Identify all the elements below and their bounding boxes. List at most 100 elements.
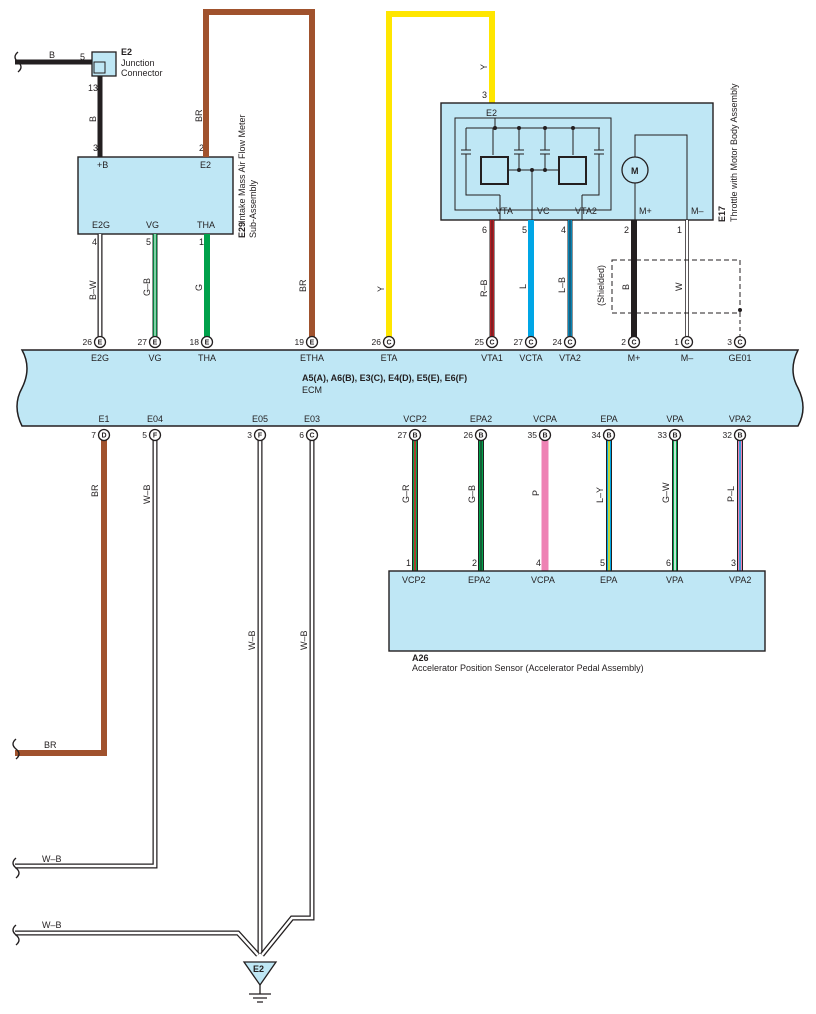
e17-term-vta: VTA <box>496 206 513 216</box>
ecm-pin-connector: E <box>310 340 315 347</box>
ecm-pin-connector: C <box>386 340 391 347</box>
wire-label-b-vert: B <box>88 116 98 122</box>
ecm-terminal-label: VCP2 <box>403 414 427 424</box>
ecm-terminal-label: M– <box>681 353 694 363</box>
e29-pin-4: 4 <box>92 237 97 247</box>
ecm-connectors: A5(A), A6(B), E3(C), E4(D), E5(E), E6(F) <box>302 373 467 383</box>
wire-label-b: B <box>49 50 55 60</box>
e17-lower-wires: (Shielded) R–B L L–B B W <box>479 220 742 337</box>
ecm-terminal-label: THA <box>198 353 216 363</box>
e29-maf-meter: +B E2 E2G VG THA E29 Intake Mass Air Flo… <box>77 114 258 247</box>
ecm-pin-connector: C <box>567 340 572 347</box>
a26-pin-2: 2 <box>472 558 477 568</box>
e29-term-vg: VG <box>146 220 159 230</box>
wire-label-r-b: R–B <box>479 279 489 297</box>
ecm-pin-number: 26 <box>464 430 474 440</box>
ecm-pin-number: 25 <box>475 337 485 347</box>
e29-name-1: Intake Mass Air Flow Meter <box>237 114 247 223</box>
wire-label-br-bottom: BR <box>44 740 57 750</box>
ecm-pin-number: 5 <box>142 430 147 440</box>
e17-term-mp: M+ <box>639 206 652 216</box>
e17-pin-3: 3 <box>482 90 487 100</box>
ecm-pin-connector: C <box>684 340 689 347</box>
wire-label-br-e29: BR <box>194 109 204 122</box>
ecm-pin-number: 1 <box>674 337 679 347</box>
wire-label-g-b2: G–B <box>467 485 477 503</box>
e17-term-vc: VC <box>537 206 550 216</box>
ecm-terminal-label: ETA <box>381 353 398 363</box>
ecm-pin-connector: B <box>737 433 742 440</box>
ecm-pin-connector: C <box>309 433 314 440</box>
wire-label-w-b-e04: W–B <box>142 484 152 504</box>
ecm-pin-number: 26 <box>83 337 93 347</box>
wire-label-l-y: L–Y <box>595 487 605 503</box>
ecm-terminal-label: VG <box>148 353 161 363</box>
wire-label-p: P <box>531 490 541 496</box>
e29-lower-wires: B–W G–B G <box>88 234 210 337</box>
e2-junction-connector: B 5 E2 Junction Connector 13 B 3 <box>14 47 163 157</box>
ecm-pin-number: 18 <box>190 337 200 347</box>
ecm-pin-number: 35 <box>528 430 538 440</box>
ecm-terminal-label: E1 <box>98 414 109 424</box>
ecm-pin-connector: E <box>205 340 210 347</box>
wire-label-y-eta: Y <box>376 286 386 292</box>
ecm-pin-connector: C <box>737 340 742 347</box>
ecm-pin-connector: B <box>672 433 677 440</box>
ecm-terminal-label: E2G <box>91 353 109 363</box>
ecm-pin-connector: E <box>153 340 158 347</box>
ecm-pin-number: 7 <box>91 430 96 440</box>
wire-label-w-mm: W <box>674 282 684 291</box>
ecm-pin-number: 27 <box>514 337 524 347</box>
ecm-pin-number: 3 <box>727 337 732 347</box>
ecm-terminal-label: E05 <box>252 414 268 424</box>
ecm-terminal-label: VCTA <box>519 353 542 363</box>
a26-pin-4: 4 <box>536 558 541 568</box>
ecm-terminal-label: GE01 <box>728 353 751 363</box>
ecm-pin-connector: B <box>542 433 547 440</box>
e2-name-1: Junction <box>121 58 155 68</box>
e29-pin-2: 2 <box>199 143 204 153</box>
ecm-top-pin-9: C1M– <box>674 335 694 363</box>
wire-label-l-b: L–B <box>557 277 567 293</box>
a26-term-epa: EPA <box>600 575 617 585</box>
wire-label-b-w: B–W <box>88 280 98 300</box>
e17-pin-1: 1 <box>677 225 682 235</box>
ecm-name: ECM <box>302 385 322 395</box>
e17-pin-4: 4 <box>561 225 566 235</box>
a26-term-vpa: VPA <box>666 575 683 585</box>
e17-term-mm: M– <box>691 206 704 216</box>
ecm-pin-number: 3 <box>247 430 252 440</box>
a26-pin-6: 6 <box>666 558 671 568</box>
e17-pin-6: 6 <box>482 225 487 235</box>
e29-code: E29 <box>237 222 247 238</box>
ecm-pin-connector: B <box>606 433 611 440</box>
wire-label-g-b: G–B <box>142 278 152 296</box>
e17-name: Throttle with Motor Body Assembly <box>729 83 739 222</box>
ecm-pin-connector: B <box>478 433 483 440</box>
ecm-terminal-label: ETHA <box>300 353 324 363</box>
e2-code: E2 <box>121 47 132 57</box>
ecm-pin-number: 32 <box>723 430 733 440</box>
e29-term-e2: E2 <box>200 160 211 170</box>
ecm-terminal-label: E04 <box>147 414 163 424</box>
e17-throttle-body: E2 M VTA VC VTA2 M+ <box>440 83 739 235</box>
wire-label-p-l: P–L <box>726 486 736 502</box>
motor-icon <box>621 156 649 184</box>
ecm-pin-number: 27 <box>138 337 148 347</box>
shielded-label: (Shielded) <box>596 265 606 306</box>
ecm-pin-connector: F <box>258 433 263 440</box>
wire-y-eta <box>386 11 495 337</box>
ecm-pin-connector: C <box>631 340 636 347</box>
